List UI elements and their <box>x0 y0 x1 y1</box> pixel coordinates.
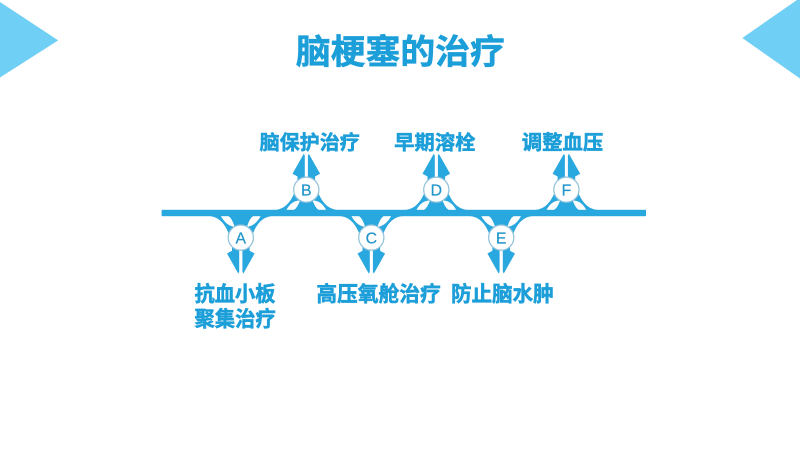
svg-text:A: A <box>236 230 247 247</box>
svg-text:E: E <box>496 230 507 247</box>
svg-text:B: B <box>301 182 312 199</box>
svg-text:F: F <box>562 182 572 199</box>
svg-text:D: D <box>431 182 442 199</box>
svg-text:C: C <box>366 230 377 247</box>
